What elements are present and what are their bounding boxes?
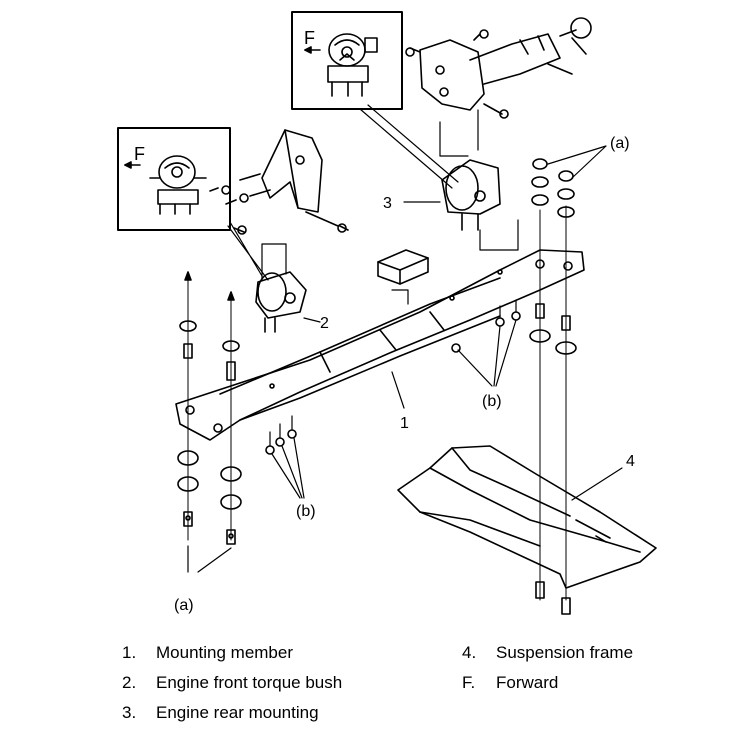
- legend-item-f: F. Forward: [462, 673, 558, 693]
- callout-a-bottom: (a): [174, 597, 194, 614]
- legend-num: 4.: [462, 643, 477, 662]
- legend-num: 2.: [122, 673, 137, 692]
- legend-num: F.: [462, 673, 476, 692]
- legend-text: Engine rear mounting: [156, 703, 319, 722]
- legend-num: 1.: [122, 643, 137, 662]
- legend-item-1: 1. Mounting member: [122, 643, 293, 663]
- inset-front-bush: [117, 127, 231, 231]
- left-fastener-stack: [177, 271, 242, 545]
- rear-bracket: [405, 17, 592, 157]
- callout-2: 2: [320, 315, 329, 332]
- right-fastener-stack: [529, 158, 577, 615]
- stopper-block: [377, 249, 429, 305]
- callout-3: 3: [383, 195, 392, 212]
- legend-text: Mounting member: [156, 643, 294, 662]
- callout-b-right: (b): [482, 393, 502, 410]
- inset-rear-mount: [291, 11, 403, 110]
- callout-leaders: [187, 145, 623, 573]
- legend-text: Engine front torque bush: [156, 673, 343, 692]
- legend-text: Suspension frame: [496, 643, 634, 662]
- suspension-frame: [397, 445, 657, 589]
- callout-a-top: (a): [610, 135, 630, 152]
- callout-b-left: (b): [296, 503, 316, 520]
- legend-item-2: 2. Engine front torque bush: [122, 673, 342, 693]
- legend-item-4: 4. Suspension frame: [462, 643, 633, 663]
- callout-f-left: F: [134, 144, 145, 164]
- front-torque-bush: [255, 243, 307, 333]
- legend-text: Forward: [496, 673, 559, 692]
- callout-4: 4: [626, 453, 635, 470]
- legend-item-3: 3. Engine rear mounting: [122, 703, 319, 723]
- legend-num: 3.: [122, 703, 137, 722]
- front-bracket: [209, 129, 349, 235]
- mounting-member: [175, 249, 585, 441]
- callout-1: 1: [400, 415, 409, 432]
- exploded-view-diagram: 3 2 1 4 (a) (a) (b) (b) F F: [117, 11, 657, 615]
- callout-f-right: F: [304, 28, 315, 48]
- rear-mounting: [441, 159, 519, 251]
